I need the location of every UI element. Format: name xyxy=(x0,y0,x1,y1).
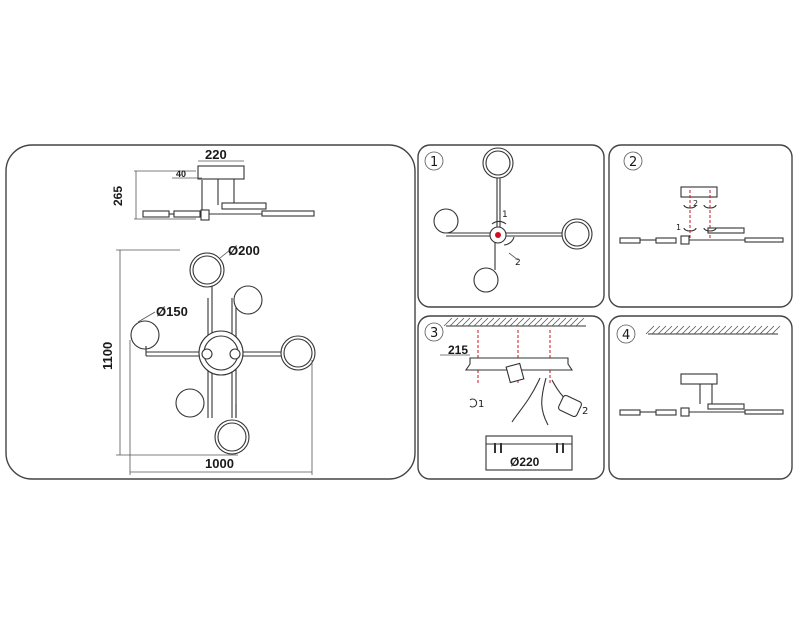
shade-small-left xyxy=(130,320,160,350)
step-4-number: 4 xyxy=(622,328,630,343)
step-2-badge xyxy=(623,151,643,171)
main-panel-frame xyxy=(5,144,416,480)
shade-200-label: Ø200 xyxy=(228,243,260,258)
step-4-badge xyxy=(616,324,636,344)
ceiling-canopy xyxy=(197,165,245,180)
step-3-number: 3 xyxy=(430,326,438,341)
step-1-number: 1 xyxy=(430,155,438,170)
step-3-plate-220-label: Ø220 xyxy=(510,455,540,469)
step-1-mark-1: 1 xyxy=(502,210,508,220)
top-view xyxy=(116,249,316,475)
step-2-mark-1: 1 xyxy=(676,223,681,232)
shade-150-label: Ø150 xyxy=(156,304,188,319)
step-1-badge xyxy=(424,151,444,171)
main-dimension-panel: 220 265 40 xyxy=(5,144,416,480)
side-view xyxy=(134,160,315,221)
step-3-mark-1: 1 xyxy=(478,399,484,410)
height-265-label: 265 xyxy=(111,186,125,206)
shade-small-bottom xyxy=(175,388,205,418)
step-3-mark-2: 2 xyxy=(582,406,588,417)
step-4-panel: 4 xyxy=(608,315,793,480)
step-1-mark-2: 2 xyxy=(515,258,521,268)
width-220-label: 220 xyxy=(205,147,227,162)
step-2-mark-2: 2 xyxy=(693,199,698,208)
step-3-panel: 3 215 Ø2 xyxy=(417,315,605,480)
step-3-bracket-215-label: 215 xyxy=(448,343,468,357)
step-2-number: 2 xyxy=(629,155,637,170)
total-height-1100-label: 1100 xyxy=(100,342,115,370)
total-width-1000-label: 1000 xyxy=(205,456,234,471)
offset-40-label: 40 xyxy=(176,169,186,179)
shade-small-top xyxy=(233,285,263,315)
step-2-panel: 2 2 1 xyxy=(608,144,793,308)
step-3-badge xyxy=(424,322,444,342)
step-1-panel: 1 1 2 xyxy=(417,144,605,308)
